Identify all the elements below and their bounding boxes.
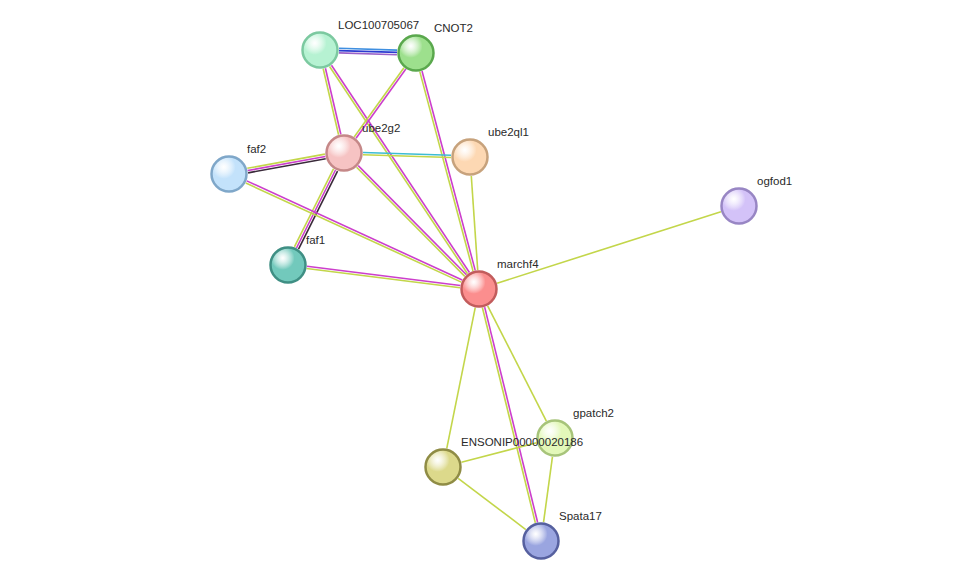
- evidence-line: [471, 176, 477, 270]
- evidence-line: [323, 69, 338, 135]
- interaction-edge: [246, 181, 462, 282]
- interaction-edge: [354, 68, 406, 139]
- node-label: ogfod1: [757, 174, 792, 188]
- interaction-edge: [471, 176, 477, 270]
- node-circle: [424, 448, 462, 486]
- evidence-line: [339, 53, 397, 55]
- node-circle: [720, 187, 758, 225]
- interaction-edge: [497, 212, 721, 283]
- node-disc: [462, 272, 497, 307]
- node-disc: [524, 524, 559, 559]
- interaction-edge: [247, 154, 325, 173]
- node-circle: [451, 138, 489, 176]
- protein-node: faf2: [210, 155, 248, 193]
- node-label: ENSONIP00000020186: [461, 435, 583, 449]
- node-circle: [301, 31, 339, 69]
- node-disc: [303, 33, 338, 68]
- interaction-edge: [544, 457, 553, 522]
- evidence-line: [307, 269, 460, 288]
- node-label: faf1: [306, 233, 325, 247]
- evidence-line: [485, 307, 538, 522]
- interaction-edge: [458, 478, 526, 529]
- node-circle: [397, 34, 435, 72]
- protein-node: CNOT2: [397, 34, 435, 72]
- evidence-line: [325, 68, 340, 134]
- node-circle: [325, 134, 363, 172]
- interaction-edge: [363, 152, 451, 157]
- node-disc: [212, 157, 247, 192]
- interaction-edge: [447, 308, 475, 449]
- node-label: LOC100705067: [338, 18, 419, 32]
- evidence-line: [339, 48, 397, 50]
- interaction-edge: [307, 266, 461, 288]
- evidence-line: [544, 457, 553, 522]
- protein-node: ENSONIP00000020186: [424, 448, 462, 486]
- node-label: faf2: [247, 142, 266, 156]
- node-disc: [327, 136, 362, 171]
- evidence-line: [357, 167, 465, 276]
- evidence-line: [482, 308, 535, 523]
- protein-node: LOC100705067: [301, 31, 339, 69]
- evidence-line: [247, 154, 325, 168]
- node-disc: [453, 140, 488, 175]
- evidence-line: [447, 308, 475, 449]
- protein-node: faf1: [269, 246, 307, 284]
- evidence-line: [363, 155, 451, 158]
- evidence-line: [307, 266, 460, 285]
- node-circle: [269, 246, 307, 284]
- node-circle: [522, 522, 560, 560]
- node-label: Spata17: [559, 509, 602, 523]
- node-disc: [722, 189, 757, 224]
- evidence-line: [358, 166, 466, 275]
- evidence-line: [497, 212, 721, 283]
- node-label: gpatch2: [573, 406, 614, 420]
- node-label: CNOT2: [434, 21, 473, 35]
- evidence-line: [354, 68, 404, 137]
- node-circle: [210, 155, 248, 193]
- node-disc: [426, 450, 461, 485]
- node-circle: [460, 270, 498, 308]
- interaction-edge: [482, 307, 537, 523]
- node-label: ube2ql1: [488, 125, 529, 139]
- protein-node: marchf4: [460, 270, 498, 308]
- node-label: ube2g2: [362, 121, 400, 135]
- node-label: marchf4: [497, 257, 539, 271]
- evidence-line: [248, 156, 326, 170]
- evidence-line: [339, 51, 397, 53]
- node-disc: [399, 36, 434, 71]
- evidence-line: [356, 69, 406, 138]
- protein-node: ogfod1: [720, 187, 758, 225]
- evidence-line: [246, 183, 461, 282]
- evidence-line: [458, 478, 526, 529]
- protein-node: ube2g2: [325, 134, 363, 172]
- protein-node: ube2ql1: [451, 138, 489, 176]
- protein-node: Spata17: [522, 522, 560, 560]
- interaction-edge: [339, 48, 397, 54]
- node-disc: [271, 248, 306, 283]
